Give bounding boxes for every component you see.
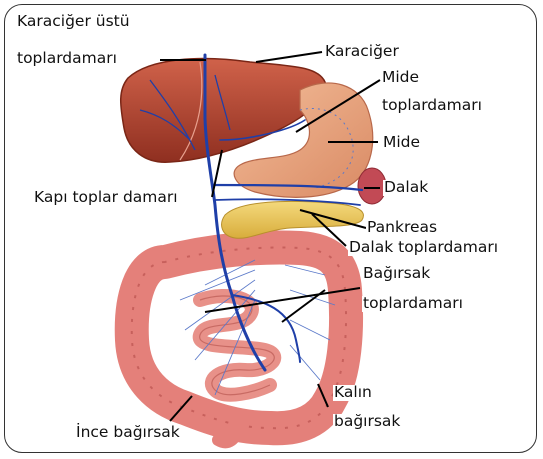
label-pancreas: Pankreas — [366, 220, 438, 236]
label-small-intestine: İnce bağırsak — [75, 425, 181, 441]
label-portal-vein: Kapı toplar damarı — [33, 190, 179, 206]
label-liver: Karaciğer — [324, 44, 400, 60]
label-intestinal-veins-line2: toplardamarı — [362, 296, 464, 312]
label-hepatic-vein-line1: Karaciğer üstü — [16, 14, 131, 30]
label-stomach: Mide — [382, 135, 421, 151]
label-intestinal-veins-line1: Bağırsak — [362, 266, 431, 282]
spleen — [358, 168, 386, 204]
label-large-intestine-line1: Kalın — [333, 385, 373, 401]
label-gastric-vein-line1: Mide — [381, 70, 420, 86]
label-large-intestine-line2: bağırsak — [333, 414, 401, 430]
label-splenic-vein: Dalak toplardamarı — [348, 240, 499, 256]
label-gastric-vein-line2: toplardamarı — [381, 98, 483, 114]
label-spleen: Dalak — [383, 180, 429, 196]
label-hepatic-vein-line2: toplardamarı — [16, 51, 118, 67]
liver — [121, 59, 326, 163]
